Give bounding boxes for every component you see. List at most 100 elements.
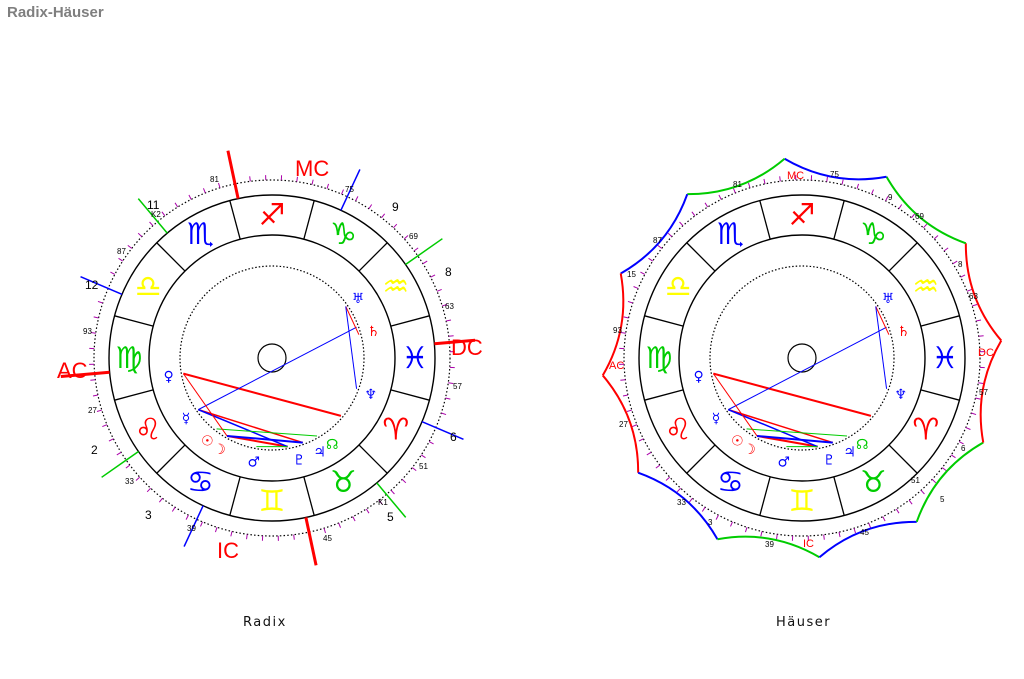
scale-tick bbox=[966, 288, 972, 292]
page-title: Radix-Häuser bbox=[7, 4, 104, 21]
scale-tick bbox=[368, 204, 373, 209]
scale-tick bbox=[976, 319, 982, 322]
radix-caption: Radix bbox=[243, 615, 287, 630]
scale-tick bbox=[127, 244, 133, 249]
scale-tick bbox=[923, 223, 928, 229]
outer-scale-ring bbox=[93, 179, 451, 537]
sun-icon: ☉ bbox=[731, 434, 744, 450]
scale-tick bbox=[667, 232, 673, 237]
scale-tick bbox=[760, 531, 763, 537]
center-hub bbox=[787, 343, 817, 373]
house-number-9: 9 bbox=[392, 200, 399, 214]
pluto-icon: ♇ bbox=[293, 452, 306, 468]
degree-label: 81 bbox=[733, 180, 742, 189]
aspect-line bbox=[216, 428, 318, 437]
degree-label: 63 bbox=[969, 292, 978, 301]
scale-tick bbox=[744, 527, 748, 533]
sign-divider bbox=[644, 389, 684, 401]
taurus-icon: ♉ bbox=[860, 465, 887, 500]
house-cusp-line bbox=[80, 276, 123, 296]
aquarius-icon: ♒ bbox=[912, 270, 939, 305]
scale-tick bbox=[975, 397, 981, 400]
scale-tick bbox=[116, 451, 122, 456]
scale-tick bbox=[246, 534, 248, 540]
scale-tick bbox=[171, 507, 176, 512]
saturn-icon: ♄ bbox=[897, 324, 910, 340]
capricorn-icon: ♑ bbox=[330, 217, 357, 252]
scale-tick bbox=[908, 499, 913, 505]
pluto-icon: ♇ bbox=[823, 452, 836, 468]
scale-tick bbox=[403, 235, 409, 240]
degree-label: 9 bbox=[888, 193, 893, 202]
gemini-icon: ♊ bbox=[259, 484, 286, 519]
scale-tick bbox=[161, 211, 166, 217]
scale-tick bbox=[92, 394, 98, 397]
scale-tick bbox=[748, 182, 751, 188]
aries-icon: ♈ bbox=[382, 413, 409, 448]
aquarius-icon: ♒ bbox=[382, 270, 409, 305]
scale-tick bbox=[730, 521, 733, 527]
degree-label: 75 bbox=[830, 170, 839, 179]
house-cusp-line bbox=[405, 238, 443, 266]
scale-tick bbox=[701, 507, 706, 512]
leo-icon: ♌ bbox=[135, 413, 162, 448]
scale-tick bbox=[632, 424, 638, 428]
scale-tick bbox=[137, 232, 143, 237]
house-polygon-edge bbox=[687, 157, 786, 196]
venus-icon: ♀ bbox=[693, 369, 703, 385]
taurus-icon: ♉ bbox=[330, 465, 357, 500]
neptune-icon: ♆ bbox=[364, 387, 377, 403]
radix-chart: ♌♋♊♉♈♓♒♑♐♏♎♍♀☿☉☽♂♅♄♆♃♇☊ AC DC MC IC 11 1… bbox=[55, 120, 483, 580]
scale-tick bbox=[352, 516, 356, 522]
scale-tick bbox=[626, 409, 632, 412]
scale-tick bbox=[413, 247, 419, 252]
scale-tick bbox=[311, 179, 314, 185]
house-cusp-line bbox=[304, 517, 318, 566]
aspect-line bbox=[198, 326, 357, 411]
scale-tick bbox=[422, 260, 428, 265]
scale-tick bbox=[853, 528, 856, 534]
cancer-icon: ♋ bbox=[187, 465, 214, 500]
scale-tick bbox=[125, 464, 131, 469]
sign-divider bbox=[390, 389, 430, 401]
scale-tick bbox=[296, 176, 298, 182]
house-cusp-line bbox=[101, 450, 139, 478]
saturn-icon: ♄ bbox=[367, 324, 380, 340]
mercury-icon: ☿ bbox=[712, 411, 721, 427]
sign-divider bbox=[686, 444, 716, 474]
uranus-icon: ♅ bbox=[882, 291, 895, 307]
degree-label: 27 bbox=[619, 420, 628, 429]
scale-tick bbox=[365, 508, 370, 514]
scale-tick bbox=[638, 438, 644, 442]
sign-divider bbox=[888, 242, 918, 272]
scale-tick bbox=[952, 260, 958, 265]
scale-tick bbox=[90, 379, 96, 381]
scale-tick bbox=[646, 451, 652, 456]
gemini-icon: ♊ bbox=[789, 484, 816, 519]
cusp-marker-k2: K2 bbox=[151, 210, 161, 219]
scale-tick bbox=[676, 487, 681, 493]
scale-tick bbox=[390, 489, 395, 495]
house-cusp-line bbox=[421, 420, 464, 440]
sign-divider bbox=[303, 476, 315, 516]
sign-divider bbox=[644, 315, 684, 327]
sign-divider bbox=[114, 315, 154, 327]
pisces-icon: ♓ bbox=[402, 341, 429, 376]
scale-tick bbox=[972, 304, 978, 307]
inner-dotted-ring bbox=[709, 265, 895, 451]
degree-label: 87 bbox=[653, 236, 662, 245]
mercury-icon: ☿ bbox=[182, 411, 191, 427]
scale-tick bbox=[430, 274, 436, 278]
house-cusp-line bbox=[60, 370, 110, 378]
scale-tick bbox=[920, 489, 925, 495]
scale-tick bbox=[97, 300, 103, 304]
scale-tick bbox=[135, 476, 141, 481]
house-number-6: 6 bbox=[450, 430, 457, 444]
sign-divider bbox=[759, 476, 771, 516]
ac-label: AC bbox=[609, 360, 625, 372]
sign-divider bbox=[156, 242, 186, 272]
mars-icon: ♂ bbox=[777, 454, 790, 470]
house-polygon-edge bbox=[784, 157, 887, 181]
degree-label: 45 bbox=[860, 528, 869, 537]
sign-ring-inner bbox=[678, 234, 926, 482]
